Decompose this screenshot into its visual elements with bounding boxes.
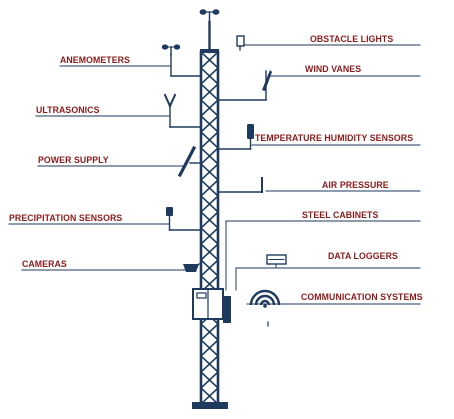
tower-lattice-brace — [199, 226, 220, 246]
tower-lattice-brace — [199, 146, 220, 166]
tower-lattice-brace — [199, 194, 220, 214]
tower-lattice-brace — [199, 66, 220, 86]
label-power-supply: POWER SUPPLY — [38, 155, 109, 166]
wind-vane-icon — [262, 70, 272, 91]
tower-lattice-brace — [199, 130, 220, 150]
tower-lattice-brace — [199, 98, 220, 118]
label-wind-vanes: WIND VANES — [305, 64, 362, 75]
tower-lattice-brace — [199, 370, 220, 390]
wifi-antenna-icon — [249, 289, 281, 306]
beacon-light-icon — [236, 35, 245, 47]
tower-lattice-brace — [199, 82, 220, 102]
label-precipitation-sensors: PRECIPITATION SENSORS — [9, 213, 123, 224]
wifi-antenna-icon — [254, 294, 276, 306]
solar-panel-icon — [177, 145, 197, 178]
tower-lattice-brace — [199, 242, 220, 262]
tower-top-cap — [200, 49, 219, 53]
label-ultrasonics: ULTRASONICS — [36, 105, 100, 116]
label-cameras: CAMERAS — [22, 259, 67, 270]
tower-lattice-brace — [199, 178, 220, 198]
tower-base — [192, 402, 228, 409]
tower-lattice-brace — [199, 210, 220, 230]
cabinet-vent — [196, 292, 207, 299]
label-obstacle-lights: OBSTACLE LIGHTS — [310, 34, 394, 45]
label-data-loggers: DATA LOGGERS — [328, 251, 398, 262]
tower-lattice-brace — [199, 114, 220, 134]
tower-lattice-brace — [199, 50, 220, 70]
tower-lattice-brace — [199, 322, 220, 342]
tower-lattice-brace — [199, 338, 220, 358]
thermometer-sensor-icon — [247, 124, 254, 139]
label-steel-cabinets: STEEL CABINETS — [302, 210, 379, 221]
rain-gauge-icon — [166, 207, 173, 216]
ultrasonic-sensor-icon — [163, 93, 172, 108]
label-communication-systems: COMMUNICATION SYSTEMS — [301, 292, 423, 303]
tower-lattice-brace — [199, 162, 220, 182]
label-temperature-humidity-sensors: TEMPERATURE HUMIDITY SENSORS — [255, 133, 414, 144]
tower-lattice-brace — [199, 354, 220, 374]
ultrasonic-sensor-icon — [168, 93, 177, 108]
cabinet-side-unit — [223, 296, 231, 323]
label-air-pressure: AIR PRESSURE — [322, 180, 389, 191]
label-anemometers: ANEMOMETERS — [60, 55, 130, 66]
camera-icon — [183, 264, 199, 272]
wifi-antenna-dot — [263, 304, 267, 308]
tower-lattice-brace — [199, 386, 220, 406]
tower-lattice-brace — [199, 258, 220, 278]
